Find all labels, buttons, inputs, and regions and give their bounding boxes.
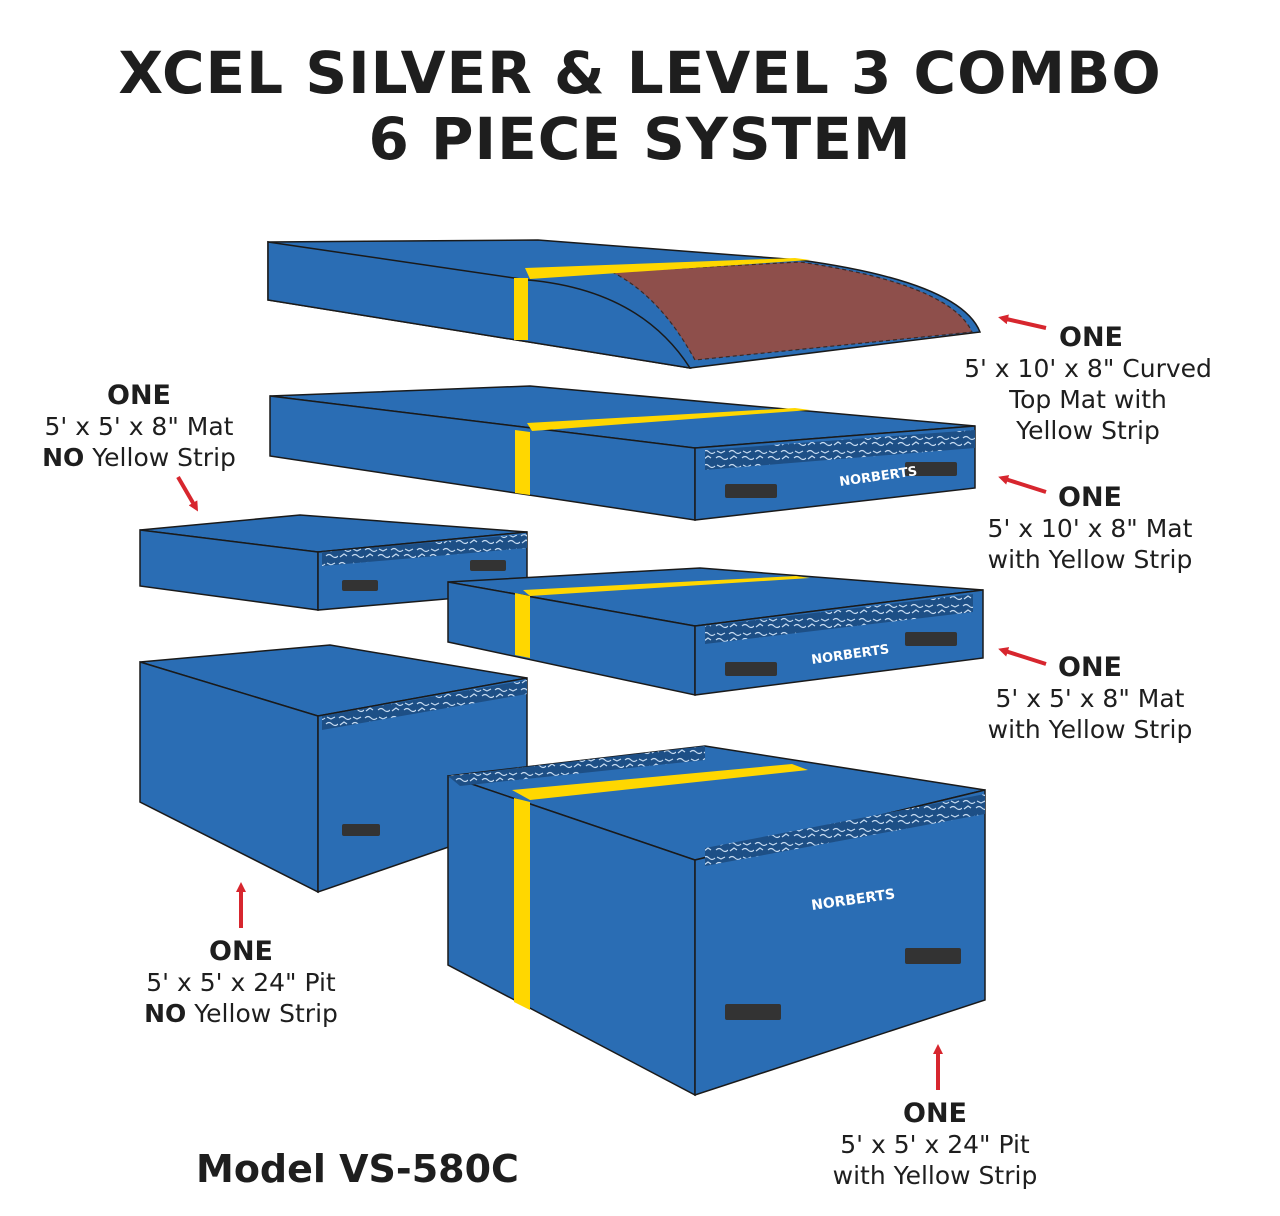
label-desc: Yellow Strip <box>1016 416 1160 445</box>
yellow-strip-side <box>514 278 528 340</box>
handle <box>342 824 380 836</box>
label-count: ONE <box>1058 652 1122 683</box>
handle <box>905 462 957 476</box>
curved-top-mat <box>267 239 982 370</box>
label-desc: NO Yellow Strip <box>144 999 338 1028</box>
label-size: 5' x 5' x 24" Pit <box>146 968 336 997</box>
handle <box>725 484 777 498</box>
label-count: ONE <box>107 380 171 411</box>
arrow-mat-5-yellow <box>998 647 1047 666</box>
label-curved-top-mat: ONE 5' x 10' x 8" Curved Top Mat with Ye… <box>938 322 1238 446</box>
handle <box>725 1004 781 1020</box>
label-size: 5' x 5' x 8" Mat <box>44 412 234 441</box>
handle <box>470 560 506 571</box>
label-mat-5x5-yellow: ONE 5' x 5' x 8" Mat with Yellow Strip <box>950 652 1230 745</box>
label-count: ONE <box>209 936 273 967</box>
label-size: 5' x 10' x 8" Mat <box>987 514 1193 543</box>
title-line-1: XCEL SILVER & LEVEL 3 COMBO <box>118 39 1162 107</box>
arrow-mat-10-yellow <box>998 475 1047 494</box>
label-count: ONE <box>1058 482 1122 513</box>
label-count: ONE <box>903 1098 967 1129</box>
label-count: ONE <box>1059 322 1123 353</box>
label-desc: Top Mat with <box>1009 385 1167 414</box>
handle <box>342 580 378 591</box>
handle <box>905 632 957 646</box>
handle <box>905 948 961 964</box>
yellow-strip-top <box>525 258 810 279</box>
label-pit-5x5-yellow: ONE 5' x 5' x 24" Pit with Yellow Strip <box>800 1098 1070 1191</box>
label-size: 5' x 5' x 8" Mat <box>995 684 1185 713</box>
label-size: 5' x 10' x 8" Curved <box>964 354 1212 383</box>
label-mat-5x5-no-yellow: ONE 5' x 5' x 8" Mat NO Yellow Strip <box>14 380 264 473</box>
arrow-mat-5-no-yellow <box>176 475 199 512</box>
arrow-curved-top <box>998 314 1047 330</box>
pit-5x5-yellow: NORBERTS <box>447 745 986 1097</box>
page-title: XCEL SILVER & LEVEL 3 COMBO 6 PIECE SYST… <box>0 40 1280 172</box>
label-desc: with Yellow Strip <box>987 715 1193 744</box>
label-desc: NO Yellow Strip <box>42 443 236 472</box>
no-emphasis: NO <box>42 443 85 472</box>
no-emphasis: NO <box>144 999 187 1028</box>
label-desc: with Yellow Strip <box>832 1161 1038 1190</box>
landing-zone <box>609 261 973 361</box>
title-line-2: 6 PIECE SYSTEM <box>368 105 912 173</box>
handle <box>725 662 777 676</box>
mat-5x10-yellow: NORBERTS <box>269 385 976 521</box>
label-pit-5x5-no-yellow: ONE 5' x 5' x 24" Pit NO Yellow Strip <box>116 936 366 1029</box>
label-desc: with Yellow Strip <box>987 545 1193 574</box>
label-mat-5x10-yellow: ONE 5' x 10' x 8" Mat with Yellow Strip <box>950 482 1230 575</box>
label-size: 5' x 5' x 24" Pit <box>840 1130 1030 1159</box>
model-number: Model VS-580C <box>196 1147 519 1191</box>
mat-5x5-yellow: NORBERTS <box>447 567 984 696</box>
